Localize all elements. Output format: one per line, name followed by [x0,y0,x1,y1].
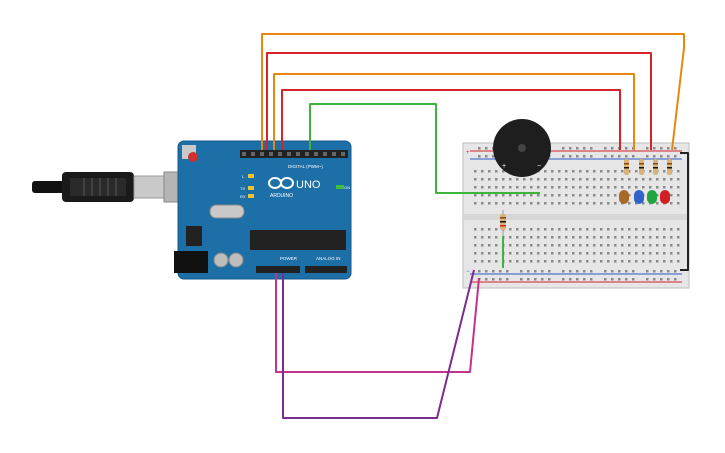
wire-purple-ground[interactable] [282,269,475,419]
rail-minus-label: − [466,269,470,275]
wire-magenta-power[interactable] [275,273,480,373]
reset-button[interactable] [188,152,198,162]
power-label: POWER [280,256,298,261]
led-blue[interactable] [634,190,644,204]
wire-red-inner[interactable] [281,89,621,150]
capacitor-2 [228,252,244,268]
uno-label: UNO [296,179,321,191]
voltage-regulator [186,226,202,246]
power-header [256,266,300,273]
rx-label: RX [240,194,246,199]
wire-black-ground[interactable] [680,152,689,271]
digital-header [240,150,348,158]
power-jack[interactable] [174,251,208,273]
wire-red-outer[interactable] [266,52,652,150]
buzzer-minus-label: − [537,163,541,170]
tx-label: TX [240,186,245,191]
wire-green-buzzer[interactable] [309,103,540,194]
capacitor-1 [213,252,229,268]
analog-header [305,266,347,273]
usb-cable [32,171,197,203]
led-resistors [624,159,672,175]
led-green[interactable] [647,190,657,204]
led-red[interactable] [660,190,670,204]
rail-plus-label: + [466,150,470,156]
l-led-label: L [242,174,245,179]
atmega-chip [250,230,346,250]
led-orange[interactable] [619,190,629,204]
piezo-buzzer[interactable]: + − [493,119,551,177]
resistor[interactable] [500,210,506,236]
arduino-logo-icon [268,177,294,189]
arduino-uno-board[interactable]: DIGITAL (PWM~) L TX RX UNO ARDUINO ON PO… [174,140,352,280]
buzzer-plus-label: + [502,163,506,170]
wire-orange-outer[interactable] [261,33,685,151]
digital-label: DIGITAL (PWM~) [288,164,323,169]
arduino-brand-label: ARDUINO [270,193,293,199]
wire-orange-inner[interactable] [273,73,635,150]
analog-in-label: ANALOG IN [316,256,341,261]
on-led-label: ON [344,185,350,190]
crystal [209,204,245,219]
